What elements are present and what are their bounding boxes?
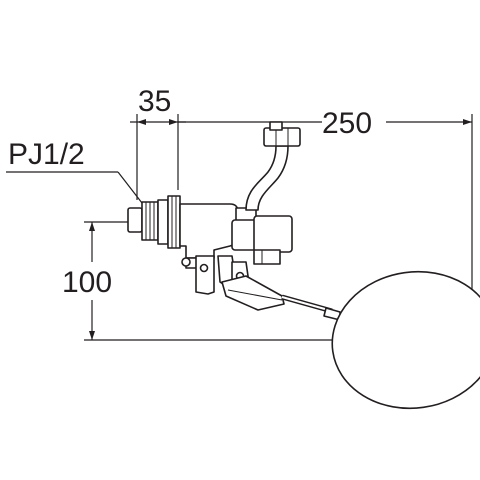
float-arm-base [221,275,285,311]
outlet-assembly [231,121,301,265]
dimension-250: 250 [178,107,473,335]
pivot-bolt [199,263,209,273]
dimension-100: 100 [62,221,355,341]
outlet-lower-block [253,249,281,265]
float-rod [281,294,341,321]
riser-top-cap [269,121,283,131]
arrow-right-250 [463,119,472,125]
float-ball [331,270,480,410]
thread-callout: PJ1/2 [6,138,143,204]
dim-label-250: 250 [322,107,372,140]
dim-label-100: 100 [62,266,112,299]
thread-label: PJ1/2 [8,138,85,171]
float-rod-inner [281,296,333,312]
inlet-thread-fitting [127,195,181,249]
riser-pipe [245,145,289,211]
flange-washer [167,195,181,249]
outlet-cap [253,215,293,253]
ball-tap-assembly [127,121,480,410]
inlet-nut [127,207,143,233]
arrow-left-35 [137,119,146,125]
dim-label-35: 35 [138,85,171,118]
lock-nut [157,199,169,245]
dimension-35: 35 [130,85,186,200]
pivot-bolt-left [181,257,191,267]
arrow-right-35 [169,119,178,125]
arrow-top-100 [89,222,95,231]
lever-linkage [195,255,285,311]
lever-arm-left [195,255,215,295]
leader-line [117,171,143,204]
valve-main-body [179,203,239,259]
arrow-bottom-100 [89,331,95,340]
